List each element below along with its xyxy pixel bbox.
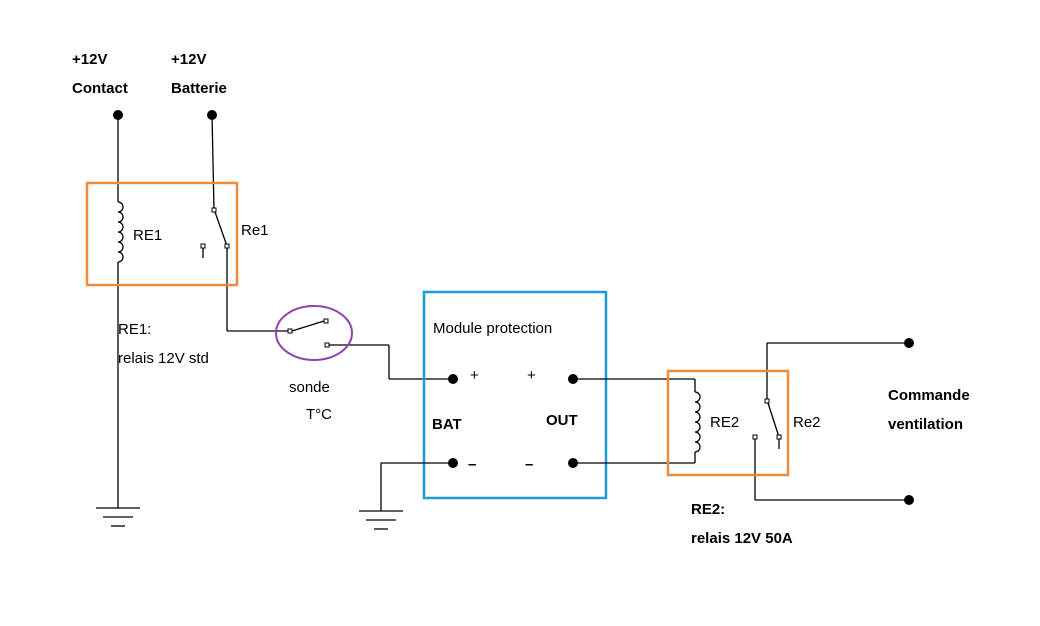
contact-name-label: Contact — [72, 80, 128, 97]
re1-relay-box — [85, 181, 239, 287]
temperature-probe-switch — [287, 318, 453, 380]
battery-voltage-label: +12V — [171, 51, 206, 68]
battery-name-label: Batterie — [171, 80, 227, 97]
output-label-line2: ventilation — [888, 416, 963, 433]
probe-circle — [275, 305, 353, 361]
bat-minus-ground-wire — [380, 462, 453, 511]
out-plus-sign: + — [527, 367, 536, 384]
re2-contact-label: Re2 — [793, 414, 821, 431]
re1-coil — [117, 201, 124, 263]
re2-switch-blade — [767, 402, 780, 438]
bat-minus-sign: – — [468, 456, 476, 473]
contact-supply-line — [113, 110, 124, 508]
contact-voltage-label: +12V — [72, 51, 107, 68]
ground-symbol-1 — [96, 507, 140, 527]
re1-caption-line2: relais 12V std — [118, 350, 209, 367]
re2-coil — [694, 391, 701, 453]
re1-switch-blade — [214, 211, 228, 247]
bat-plus-sign: + — [470, 367, 479, 384]
output-label-line1: Commande — [888, 387, 970, 404]
probe-label-line2: T°C — [306, 406, 332, 423]
out-label: OUT — [546, 412, 578, 429]
out-minus-sign: – — [525, 456, 533, 473]
re2-coil-label: RE2 — [710, 414, 739, 431]
re1-contact-label: Re1 — [241, 222, 269, 239]
protection-module-box — [422, 290, 608, 500]
module-title: Module protection — [433, 320, 552, 337]
ground-symbol-2 — [359, 510, 403, 530]
re2-coil-circuit — [573, 378, 701, 464]
bat-label: BAT — [432, 416, 462, 433]
bat-plus-terminal — [448, 374, 458, 384]
re2-caption-line1: RE2: — [691, 501, 725, 518]
re2-contact-circuit — [752, 338, 914, 505]
re2-relay-box — [666, 369, 790, 477]
probe-label-line1: sonde — [289, 379, 330, 396]
re1-coil-label: RE1 — [133, 227, 162, 244]
re1-caption-line1: RE1: — [118, 321, 151, 338]
battery-supply-line — [200, 110, 289, 332]
re2-caption-line2: relais 12V 50A — [691, 530, 793, 547]
